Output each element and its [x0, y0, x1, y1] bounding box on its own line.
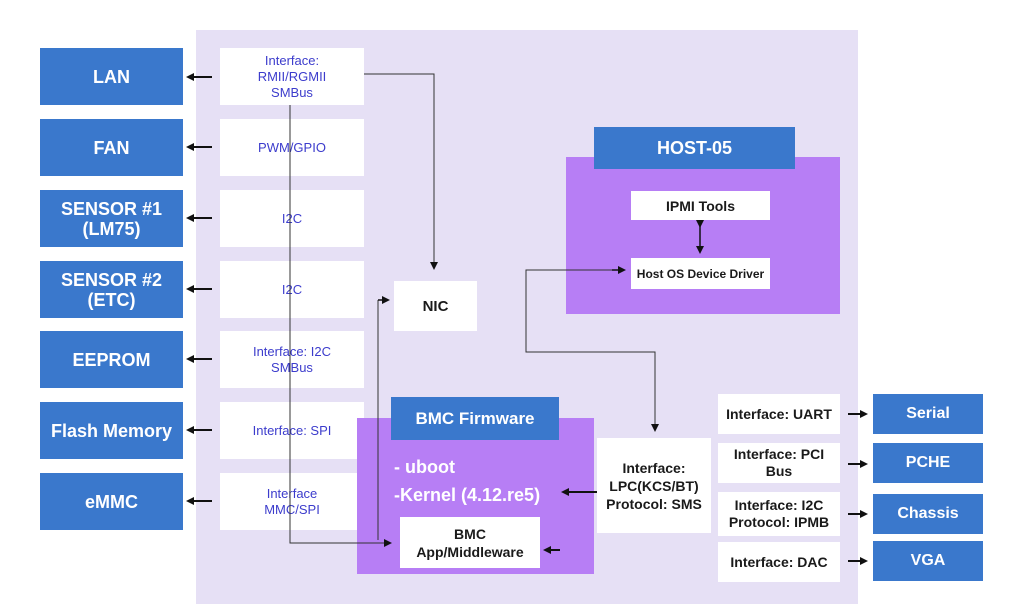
sensor1-block: SENSOR #1 (LM75) [40, 190, 183, 247]
fan-interface-box: PWM/GPIO [220, 119, 364, 176]
nic-box: NIC [394, 281, 477, 331]
lpc-interface-box: Interface: LPC(KCS/BT) Protocol: SMS [597, 438, 711, 533]
fan-block: FAN [40, 119, 183, 176]
eeprom-block: EEPROM [40, 331, 183, 388]
bmc-uboot-text: - uboot [394, 457, 455, 477]
bmc-kernel-text: -Kernel (4.12.re5) [394, 485, 541, 505]
pche-block: PCHE [873, 443, 983, 483]
sensor2-interface-box: I2C [220, 261, 364, 318]
lan-interface-box: Interface: RMII/RGMII SMBus [220, 48, 364, 105]
serial-block: Serial [873, 394, 983, 434]
ipmi-tools-box: IPMI Tools [631, 191, 770, 220]
vga-block: VGA [873, 541, 983, 581]
emmc-interface-box: Interface MMC/SPI [220, 473, 364, 530]
dac-interface-box: Interface: DAC [718, 542, 840, 582]
pci-interface-box: Interface: PCI Bus [718, 443, 840, 483]
flash-memory-block: Flash Memory [40, 402, 183, 459]
flash-interface-box: Interface: SPI [220, 402, 364, 459]
sensor2-block: SENSOR #2 (ETC) [40, 261, 183, 318]
bmc-firmware-title: BMC Firmware [391, 397, 559, 440]
emmc-block: eMMC [40, 473, 183, 530]
uart-interface-box: Interface: UART [718, 394, 840, 434]
host-panel [566, 157, 840, 314]
chassis-block: Chassis [873, 494, 983, 534]
sensor1-interface-box: I2C [220, 190, 364, 247]
lan-block: LAN [40, 48, 183, 105]
host-driver-box: Host OS Device Driver [631, 258, 770, 289]
bmc-app-box: BMC App/Middleware [400, 517, 540, 568]
eeprom-interface-box: Interface: I2C SMBus [220, 331, 364, 388]
i2c-ipmb-interface-box: Interface: I2C Protocol: IPMB [718, 492, 840, 536]
host-title: HOST-05 [594, 127, 795, 169]
